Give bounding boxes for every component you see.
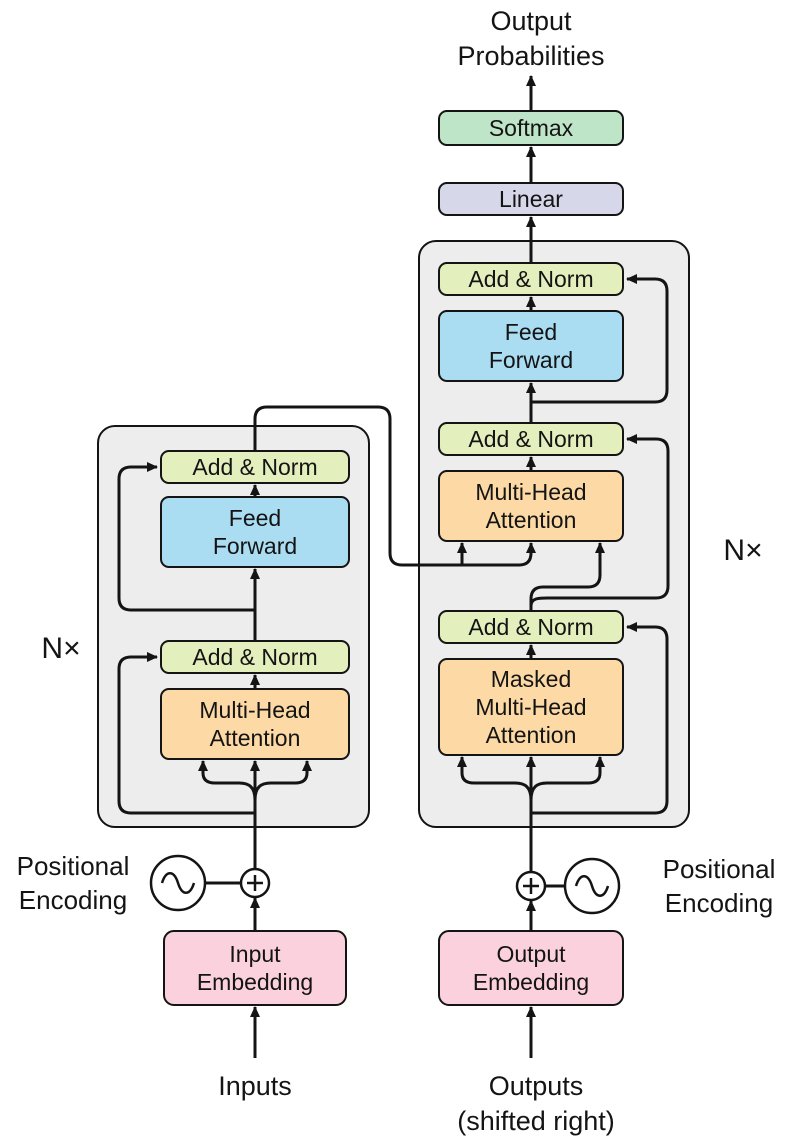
- decoder-masked-multi-head-attention-box: Masked Multi-Head Attention: [438, 658, 624, 756]
- softmax-box: Softmax: [438, 110, 624, 146]
- linear-box: Linear: [438, 182, 624, 216]
- positional-encoding-right-icon: [563, 857, 621, 915]
- decoder-add-norm-bottom-box: Add & Norm: [438, 610, 624, 644]
- encoder-add-norm-top-box: Add & Norm: [160, 450, 350, 484]
- add-icon-right: [515, 870, 547, 902]
- positional-encoding-right-label: Positional Encoding: [662, 854, 776, 918]
- input-embedding-box: Input Embedding: [163, 930, 347, 1006]
- arrow-decoder-query: [529, 542, 605, 610]
- arrow-decoder-residual-masked: [531, 622, 669, 815]
- arrow-decoder-residual-ff: [531, 274, 669, 404]
- encoder-block: [97, 425, 370, 828]
- arrow-decoder-qkv-left: [457, 756, 533, 801]
- output-probabilities-label: Output Probabilities: [457, 6, 605, 72]
- encoder-n-times-label: N×: [41, 632, 81, 665]
- arrow-decoder-qkv-right: [529, 756, 605, 801]
- arrow-encoder-qkv-right: [253, 760, 312, 801]
- output-embedding-box: Output Embedding: [438, 930, 624, 1006]
- arrow-decoder-residual-cross: [529, 434, 670, 610]
- decoder-multi-head-attention-box: Multi-Head Attention: [438, 470, 624, 542]
- inputs-label: Inputs: [218, 1071, 292, 1101]
- arrow-encoder-residual-attention: [117, 652, 255, 815]
- flow-arrows: [117, 75, 670, 1058]
- encoder-feed-forward-box: Feed Forward: [160, 496, 350, 568]
- arrow-encoder-to-decoder: [253, 405, 536, 567]
- decoder-n-times-label: N×: [723, 534, 763, 567]
- add-icon-left: [239, 867, 271, 899]
- positional-encoding-left-icon: [149, 854, 207, 912]
- decoder-add-norm-top-box: Add & Norm: [438, 262, 624, 296]
- arrow-encoder-residual-ff: [117, 462, 255, 612]
- decoder-add-norm-mid-box: Add & Norm: [438, 422, 624, 456]
- encoder-multi-head-attention-box: Multi-Head Attention: [160, 688, 350, 760]
- encoder-add-norm-bottom-box: Add & Norm: [160, 640, 350, 674]
- decoder-feed-forward-box: Feed Forward: [438, 310, 624, 382]
- arrow-encoder-qkv-left: [198, 760, 257, 801]
- positional-encoding-left-label: Positional Encoding: [16, 851, 130, 915]
- outputs-label: Outputs (shifted right): [457, 1071, 615, 1137]
